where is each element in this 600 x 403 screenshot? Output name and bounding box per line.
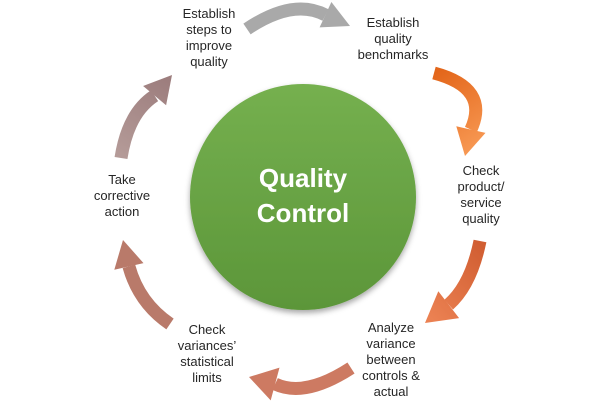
- step-label-establish-steps-to-improve-quality: Establish steps to improve quality: [182, 6, 236, 69]
- arrow-analyze-to-variances: [249, 362, 355, 401]
- step-label-check-variances-statistical-limits: Check variances’ statistical limits: [177, 322, 237, 385]
- step-label-analyze-variance: Analyze variance between controls & actu…: [362, 320, 420, 399]
- step-label-check-product-service-quality: Check product/ service quality: [457, 163, 505, 226]
- arrow-establish-to-benchmarks: [243, 2, 350, 35]
- step-label-take-corrective-action: Take corrective action: [93, 172, 151, 219]
- arrow-action-to-establish: [114, 75, 172, 160]
- step-label-establish-quality-benchmarks: Establish quality benchmarks: [357, 15, 429, 62]
- arrow-check-to-analyze: [425, 239, 487, 323]
- quality-control-circle: [190, 84, 416, 310]
- arrow-benchmarks-to-check: [432, 66, 486, 156]
- arrow-variances-to-action: [114, 240, 174, 330]
- center-title: Quality Control: [256, 163, 350, 228]
